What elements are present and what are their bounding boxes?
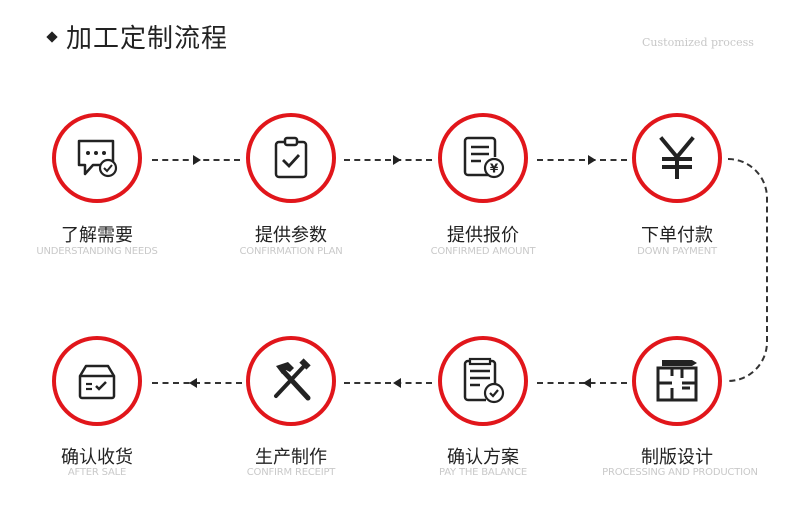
step-circle-7 [246, 336, 336, 426]
arrow-right-icon [393, 155, 401, 165]
floorplan-pencil-icon [656, 360, 698, 402]
step-sublabel: CONFIRMATION PLAN [239, 246, 343, 257]
svg-text:¥: ¥ [490, 162, 499, 176]
step-sublabel: AFTER SALE [67, 467, 127, 478]
page-subtitle: Customized process [642, 36, 754, 49]
connector-line [344, 382, 432, 384]
invoice-yen-icon: ¥ [463, 136, 505, 179]
page-title: 加工定制流程 [66, 24, 229, 54]
step-label: 制版设计 [641, 447, 713, 468]
step-circle-3: ¥ [438, 113, 528, 203]
document-check-icon [463, 357, 505, 404]
step-label: 确认收货 [61, 447, 133, 468]
step-sublabel: CONFIRMED AMOUNT [430, 246, 536, 257]
step-circle-2 [246, 113, 336, 203]
step-circle-6 [438, 336, 528, 426]
page-header: 加工定制流程 [46, 18, 229, 55]
step-circle-1 [52, 113, 142, 203]
step-sublabel: PROCESSING AND PRODUCTION [602, 467, 758, 478]
step-label: 提供报价 [447, 225, 519, 246]
connector-line [537, 159, 627, 161]
step-label: 下单付款 [641, 225, 713, 246]
step-sublabel: UNDERSTANDING NEEDS [36, 246, 158, 257]
connector-curve [728, 158, 768, 382]
step-sublabel: CONFIRM RECEIPT [246, 467, 336, 478]
step-circle-4 [632, 113, 722, 203]
connector-line [344, 159, 432, 161]
step-label: 了解需要 [61, 225, 133, 246]
step-label: 确认方案 [447, 447, 519, 468]
hammer-screwdriver-icon [274, 358, 311, 401]
yen-icon [659, 136, 695, 179]
arrow-left-icon [583, 378, 591, 388]
box-check-icon [78, 364, 116, 400]
step-circle-8 [52, 336, 142, 426]
arrow-left-icon [393, 378, 401, 388]
chat-check-icon [77, 139, 118, 178]
clipboard-check-icon [274, 136, 308, 179]
step-circle-5 [632, 336, 722, 426]
step-sublabel: PAY THE BALANCE [439, 467, 527, 478]
connector-line [152, 382, 242, 384]
connector-line [537, 382, 627, 384]
step-label: 生产制作 [255, 447, 327, 468]
step-sublabel: DOWN PAYMENT [637, 246, 717, 257]
arrow-left-icon [189, 378, 197, 388]
arrow-right-icon [193, 155, 201, 165]
diamond-bullet-icon [46, 30, 58, 43]
arrow-right-icon [588, 155, 596, 165]
step-label: 提供参数 [255, 225, 327, 246]
